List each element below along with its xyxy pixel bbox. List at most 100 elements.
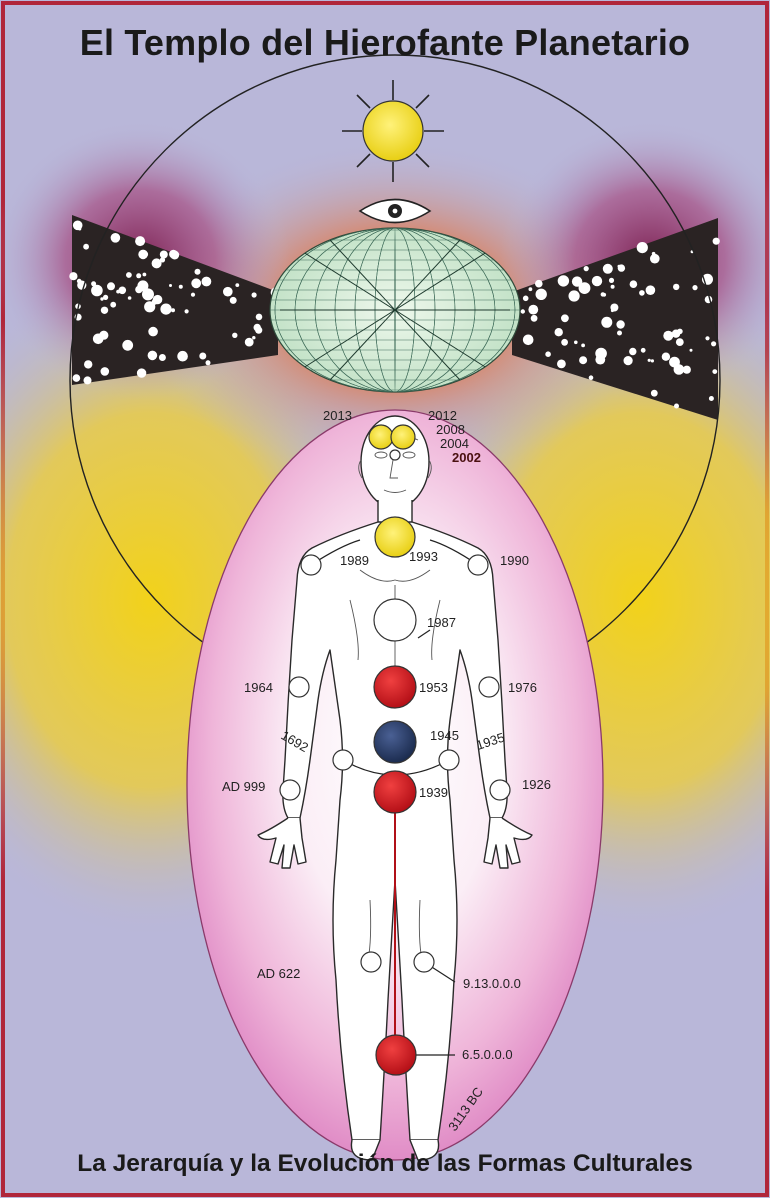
star: [624, 356, 633, 365]
poster-subtitle: La Jerarquía y la Evolución de las Forma…: [0, 1150, 770, 1178]
star: [171, 308, 175, 312]
star: [135, 236, 145, 246]
star: [159, 354, 166, 361]
star: [536, 289, 547, 300]
star: [630, 280, 638, 288]
star: [609, 278, 614, 283]
star: [523, 335, 534, 346]
star: [232, 333, 237, 338]
star: [185, 309, 189, 313]
star: [712, 369, 717, 374]
star: [77, 279, 82, 284]
star: [107, 282, 115, 290]
label-1976: 1976: [508, 680, 537, 695]
star: [101, 367, 110, 376]
label-1989: 1989: [340, 553, 369, 568]
star: [663, 331, 673, 341]
label-1993: 1993: [409, 549, 438, 564]
star: [572, 276, 582, 286]
star: [569, 290, 580, 301]
node-right-knee: [414, 952, 434, 972]
label-1939: 1939: [419, 785, 448, 800]
star: [223, 287, 233, 297]
star: [535, 280, 543, 288]
star: [545, 351, 551, 357]
star: [692, 285, 697, 290]
star: [618, 264, 625, 271]
star: [651, 359, 654, 362]
star: [592, 276, 602, 286]
node-right-wrist: [490, 780, 510, 800]
star: [137, 368, 146, 377]
star: [101, 307, 108, 314]
star: [676, 338, 684, 346]
star: [639, 290, 645, 296]
star: [603, 264, 613, 274]
star: [143, 273, 147, 277]
star: [119, 287, 127, 295]
star: [191, 278, 201, 288]
star: [252, 336, 255, 339]
star: [677, 329, 683, 335]
node-left-knee: [361, 952, 381, 972]
star: [581, 344, 585, 348]
label-1987: 1987: [427, 615, 456, 630]
star: [651, 390, 658, 397]
star: [528, 305, 538, 315]
star: [179, 285, 183, 289]
star: [529, 287, 533, 291]
star: [169, 284, 172, 287]
star: [611, 285, 615, 289]
star: [235, 283, 239, 287]
node-right-hip: [439, 750, 459, 770]
star: [136, 273, 141, 278]
label-2012: 2012: [428, 408, 457, 423]
star: [673, 284, 679, 290]
star: [195, 269, 201, 275]
star: [531, 315, 538, 322]
node-left-hip: [333, 750, 353, 770]
star: [648, 359, 651, 362]
star: [617, 331, 622, 336]
node-crown-left: [369, 425, 393, 449]
star: [255, 327, 262, 334]
star: [91, 281, 96, 286]
star: [521, 309, 525, 313]
label-2004: 2004: [440, 436, 469, 451]
label-2002: 2002: [452, 450, 481, 465]
star: [148, 351, 158, 361]
star: [252, 292, 257, 297]
label-1990: 1990: [500, 553, 529, 568]
star: [711, 341, 716, 346]
star: [690, 349, 693, 352]
star: [177, 351, 188, 362]
star: [713, 238, 720, 245]
star: [601, 317, 612, 328]
star: [662, 353, 670, 361]
star: [110, 302, 116, 308]
star: [84, 376, 92, 384]
node-left-elbow: [289, 677, 309, 697]
node-heart: [374, 599, 416, 641]
star: [637, 242, 648, 253]
star: [137, 280, 148, 291]
star: [116, 290, 120, 294]
star: [574, 341, 578, 345]
node-right-shoulder: [468, 555, 488, 575]
star: [230, 297, 237, 304]
star: [103, 295, 108, 300]
star: [705, 336, 709, 340]
star: [561, 339, 568, 346]
label-1964: 1964: [244, 680, 273, 695]
node-right-elbow: [479, 677, 499, 697]
label-ad622: AD 622: [257, 966, 300, 981]
star: [669, 357, 680, 368]
star: [641, 348, 646, 353]
star: [561, 314, 569, 322]
star: [256, 314, 263, 321]
label-6-5-0-0-0: 6.5.0.0.0: [462, 1047, 513, 1062]
star: [169, 250, 178, 259]
node-root: [374, 771, 416, 813]
star: [191, 293, 195, 297]
